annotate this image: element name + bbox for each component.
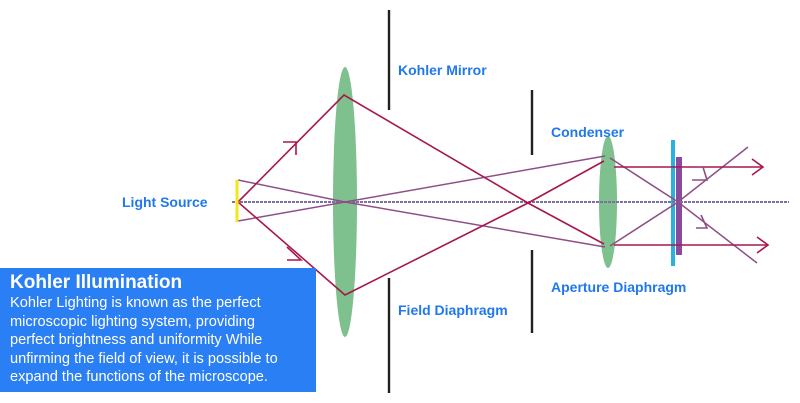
slide-bar: [676, 157, 682, 255]
kohler-mirror-label: Kohler Mirror: [398, 62, 487, 78]
light-source-label: Light Source: [122, 194, 208, 210]
arrow-icon: [283, 141, 297, 155]
info-box-title: Kohler Illumination: [10, 272, 183, 293]
ray-purple-upper: [237, 155, 606, 203]
info-box-line: Kohler Lighting is known as the perfect: [10, 295, 261, 311]
arrow-icon: [692, 166, 709, 181]
arrow-icon: [751, 158, 765, 176]
arrow-icon: [286, 246, 304, 261]
field-rays: [237, 146, 758, 264]
info-box-line: perfect brightness and uniformity While: [10, 332, 263, 349]
ray-purple-lower: [237, 201, 606, 248]
info-box-line: unfirming the field of view, it is possi…: [10, 350, 278, 367]
aperture-diaphragm-label: Aperture Diaphragm: [551, 279, 687, 295]
arrowheads: [283, 141, 770, 261]
arrow-icon: [696, 214, 709, 229]
ray-purple-cross-up: [609, 146, 749, 247]
info-box-body: Kohler Lighting is known as the perfect …: [10, 294, 308, 387]
field-diaphragm-label: Field Diaphragm: [398, 302, 508, 318]
info-box-line: expand the functions of the microscope.: [10, 369, 268, 386]
ray-red-upper: [237, 93, 605, 245]
ray-red-lower: [237, 160, 605, 296]
ray-purple-cross-down: [609, 157, 758, 264]
illumination-rays: [237, 93, 768, 296]
info-box-line: microscopic lighting system, providing: [10, 313, 255, 330]
arrow-icon: [756, 236, 770, 254]
info-box: Kohler Illumination Kohler Lighting is k…: [0, 268, 316, 392]
condenser-label: Condenser: [551, 124, 625, 140]
